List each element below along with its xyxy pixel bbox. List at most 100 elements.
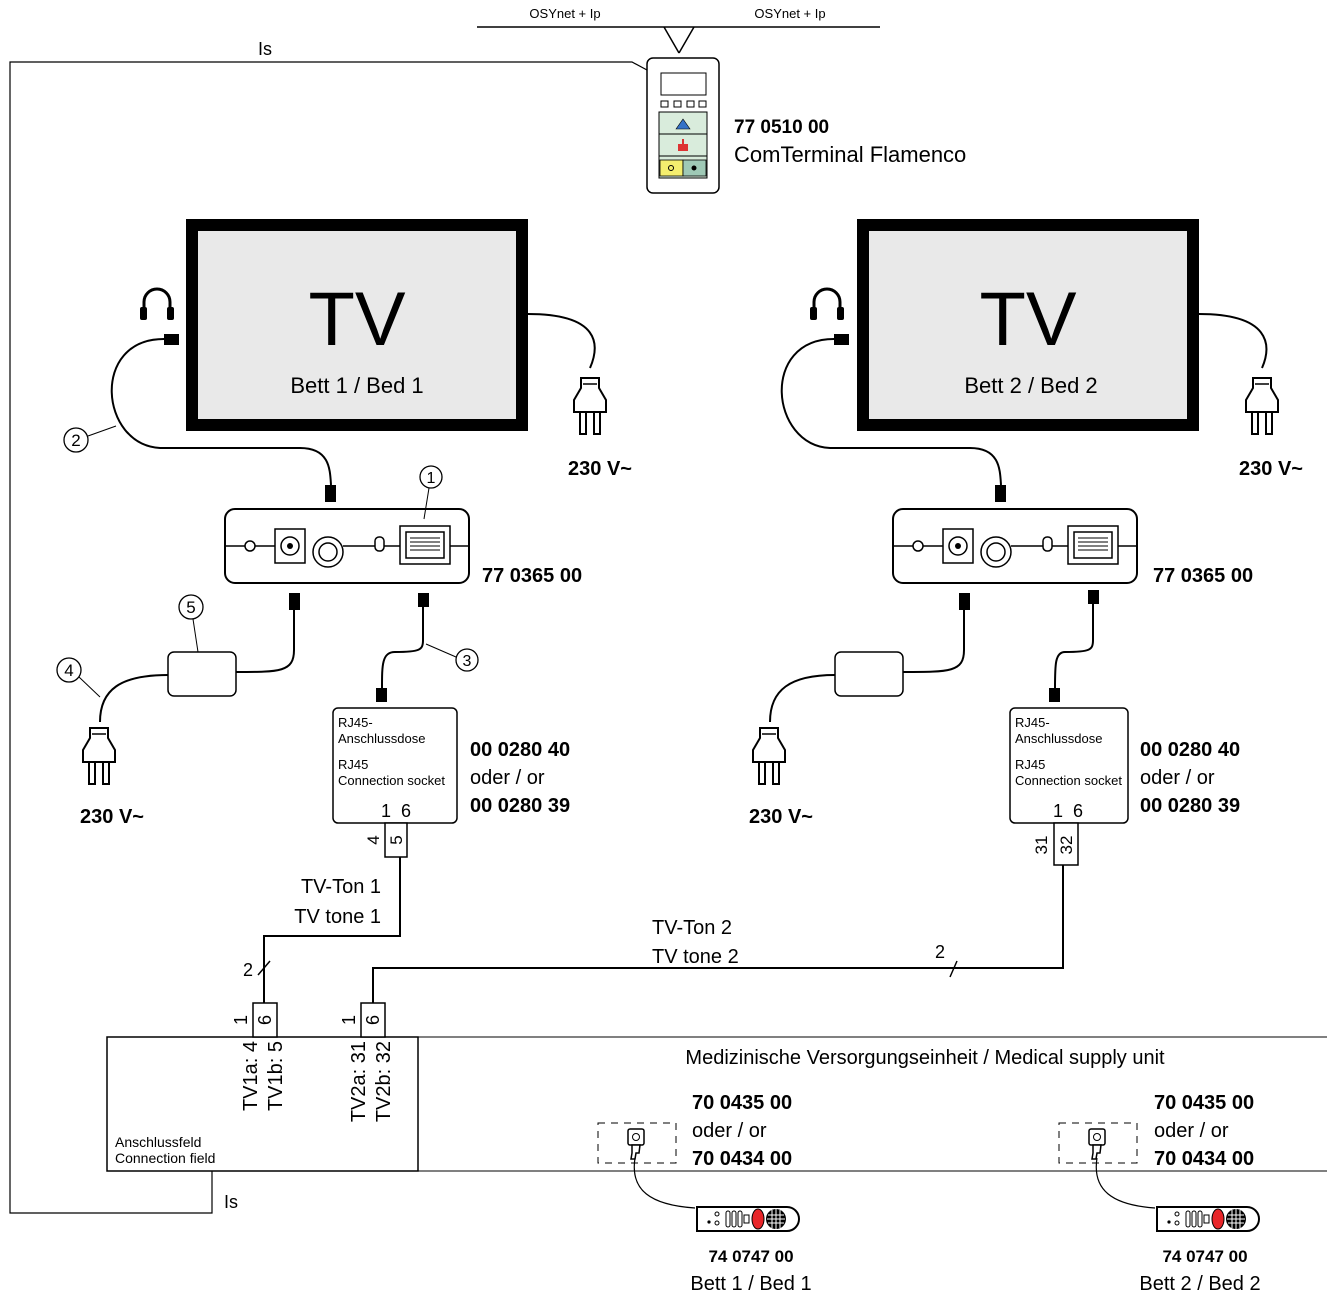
socket-part-1: 00 0280 40 [470,739,570,761]
cable-connector [325,485,336,502]
tv-power-cable [1198,313,1268,369]
tv-caption: Bett 2 / Bed 2 [964,373,1097,398]
socket-pins: 1 6 [1053,801,1083,821]
call-unit-bed-2 [1058,1122,1138,1164]
tv-bed-1: TV Bett 1 / Bed 1 [186,219,528,431]
tv-adapter-bed-2 [892,508,1138,584]
socket-text: Anschlussdose [1015,731,1102,746]
terminal-name: ComTerminal Flamenco [734,142,966,167]
handset-part: 74 0747 00 [708,1247,793,1266]
power-supply-unit [834,651,904,697]
terminal-a: 4 [364,835,383,844]
call-unit-part-1: 70 0435 00 [692,1092,792,1114]
socket-text: Connection socket [1015,773,1122,788]
rj45-connector [376,688,387,702]
tv1a-label: TV1a: 4 [240,1041,262,1111]
call-unit-part-2: 70 0434 00 [692,1148,792,1170]
callout-2: 2 [63,425,117,453]
tv-power-label: 230 V~ [568,458,632,480]
svg-text:1: 1 [427,470,436,487]
callout-1: 1 [419,465,443,520]
socket-text: RJ45- [338,715,373,730]
rj45-connector [1049,688,1060,702]
tv-power-label: 230 V~ [1239,458,1303,480]
headphone-cable [110,338,332,486]
power-plug-icon [1245,377,1279,435]
tv2b-label: TV2b: 32 [373,1041,395,1122]
socket-text: Anschlussdose [338,731,425,746]
power-plug-icon [82,727,116,785]
socket-terminal [384,822,408,858]
svg-text:2: 2 [71,431,80,450]
terminal-a: 31 [1032,836,1051,855]
tone-2-en: TV tone 2 [652,946,739,968]
psu-cable [235,610,295,673]
power-supply-unit [167,651,237,697]
socket-or: oder / or [470,767,545,789]
psu-power-label: 230 V~ [749,806,813,828]
power-plug-icon [752,727,786,785]
psu-cable [902,610,965,673]
psu-power-label: 230 V~ [80,806,144,828]
socket-text: RJ45 [338,757,368,772]
socket-part-2: 00 0280 39 [470,795,570,817]
svg-text:3: 3 [463,653,472,670]
rj45-connector [1088,590,1099,604]
network-bus: OSYnet + Ip OSYnet + Ip [477,6,880,54]
comterminal [646,57,720,194]
tone-2-de: TV-Ton 2 [652,917,732,939]
call-unit-or: oder / or [692,1120,767,1142]
handset-bed-label: Bett 1 / Bed 1 [690,1273,811,1295]
terminal-b: 32 [1057,836,1076,855]
connection-field-label: Connection field [115,1150,215,1166]
terminal-part-number: 77 0510 00 [734,117,829,138]
field-terminal-1 [252,1002,278,1038]
is-label-bottom: Is [224,1192,238,1212]
handset-cable [633,1157,696,1209]
terminal-pin: 6 [363,1015,383,1025]
headphone-jack [164,334,179,345]
power-plug-icon [573,377,607,435]
supply-unit-title: Medizinische Versorgungseinheit / Medica… [685,1047,1165,1069]
terminal-pin: 1 [231,1015,251,1025]
tone-1-wire-count: 2 [243,960,253,980]
network-label-right: OSYnet + Ip [754,6,825,21]
adapter-part-number: 77 0365 00 [1153,565,1253,587]
handset-part: 74 0747 00 [1162,1247,1247,1266]
call-unit-part-2: 70 0434 00 [1154,1148,1254,1170]
terminal-pin: 1 [339,1015,359,1025]
network-label-left: OSYnet + Ip [529,6,600,21]
tv-tone-1-wire [263,857,401,1003]
connection-field [106,1036,419,1172]
handset-bed-2 [1156,1206,1260,1232]
socket-text: Connection socket [338,773,445,788]
tv-adapter-bed-1 [224,508,470,584]
is-label-top: Is [258,39,272,59]
psu-connector [959,593,970,610]
tv-label: TV [979,277,1076,362]
handset-bed-label: Bett 2 / Bed 2 [1139,1273,1260,1295]
cable-connector [995,485,1006,502]
headphones-icon [808,287,846,322]
mains-cable [99,674,169,723]
rj45-connector [418,593,429,607]
socket-terminal [1053,822,1079,866]
adapter-part-number: 77 0365 00 [482,565,582,587]
socket-pins: 1 6 [381,801,411,821]
terminal-pin: 6 [255,1015,275,1025]
call-unit-or: oder / or [1154,1120,1229,1142]
psu-connector [289,593,300,610]
socket-text: RJ45- [1015,715,1050,730]
handset-cable [1095,1157,1156,1209]
callout-5: 5 [178,594,204,653]
is-loop: Is Is [9,39,648,1214]
svg-text:4: 4 [64,661,73,680]
tv-bed-2: TV Bett 2 / Bed 2 [857,219,1199,431]
rj45-cable [381,607,424,689]
headphones-icon [138,287,176,322]
headphone-cable [780,338,1002,486]
socket-or: oder / or [1140,767,1215,789]
tv-label: TV [308,277,405,362]
tv1b-label: TV1b: 5 [265,1041,287,1111]
